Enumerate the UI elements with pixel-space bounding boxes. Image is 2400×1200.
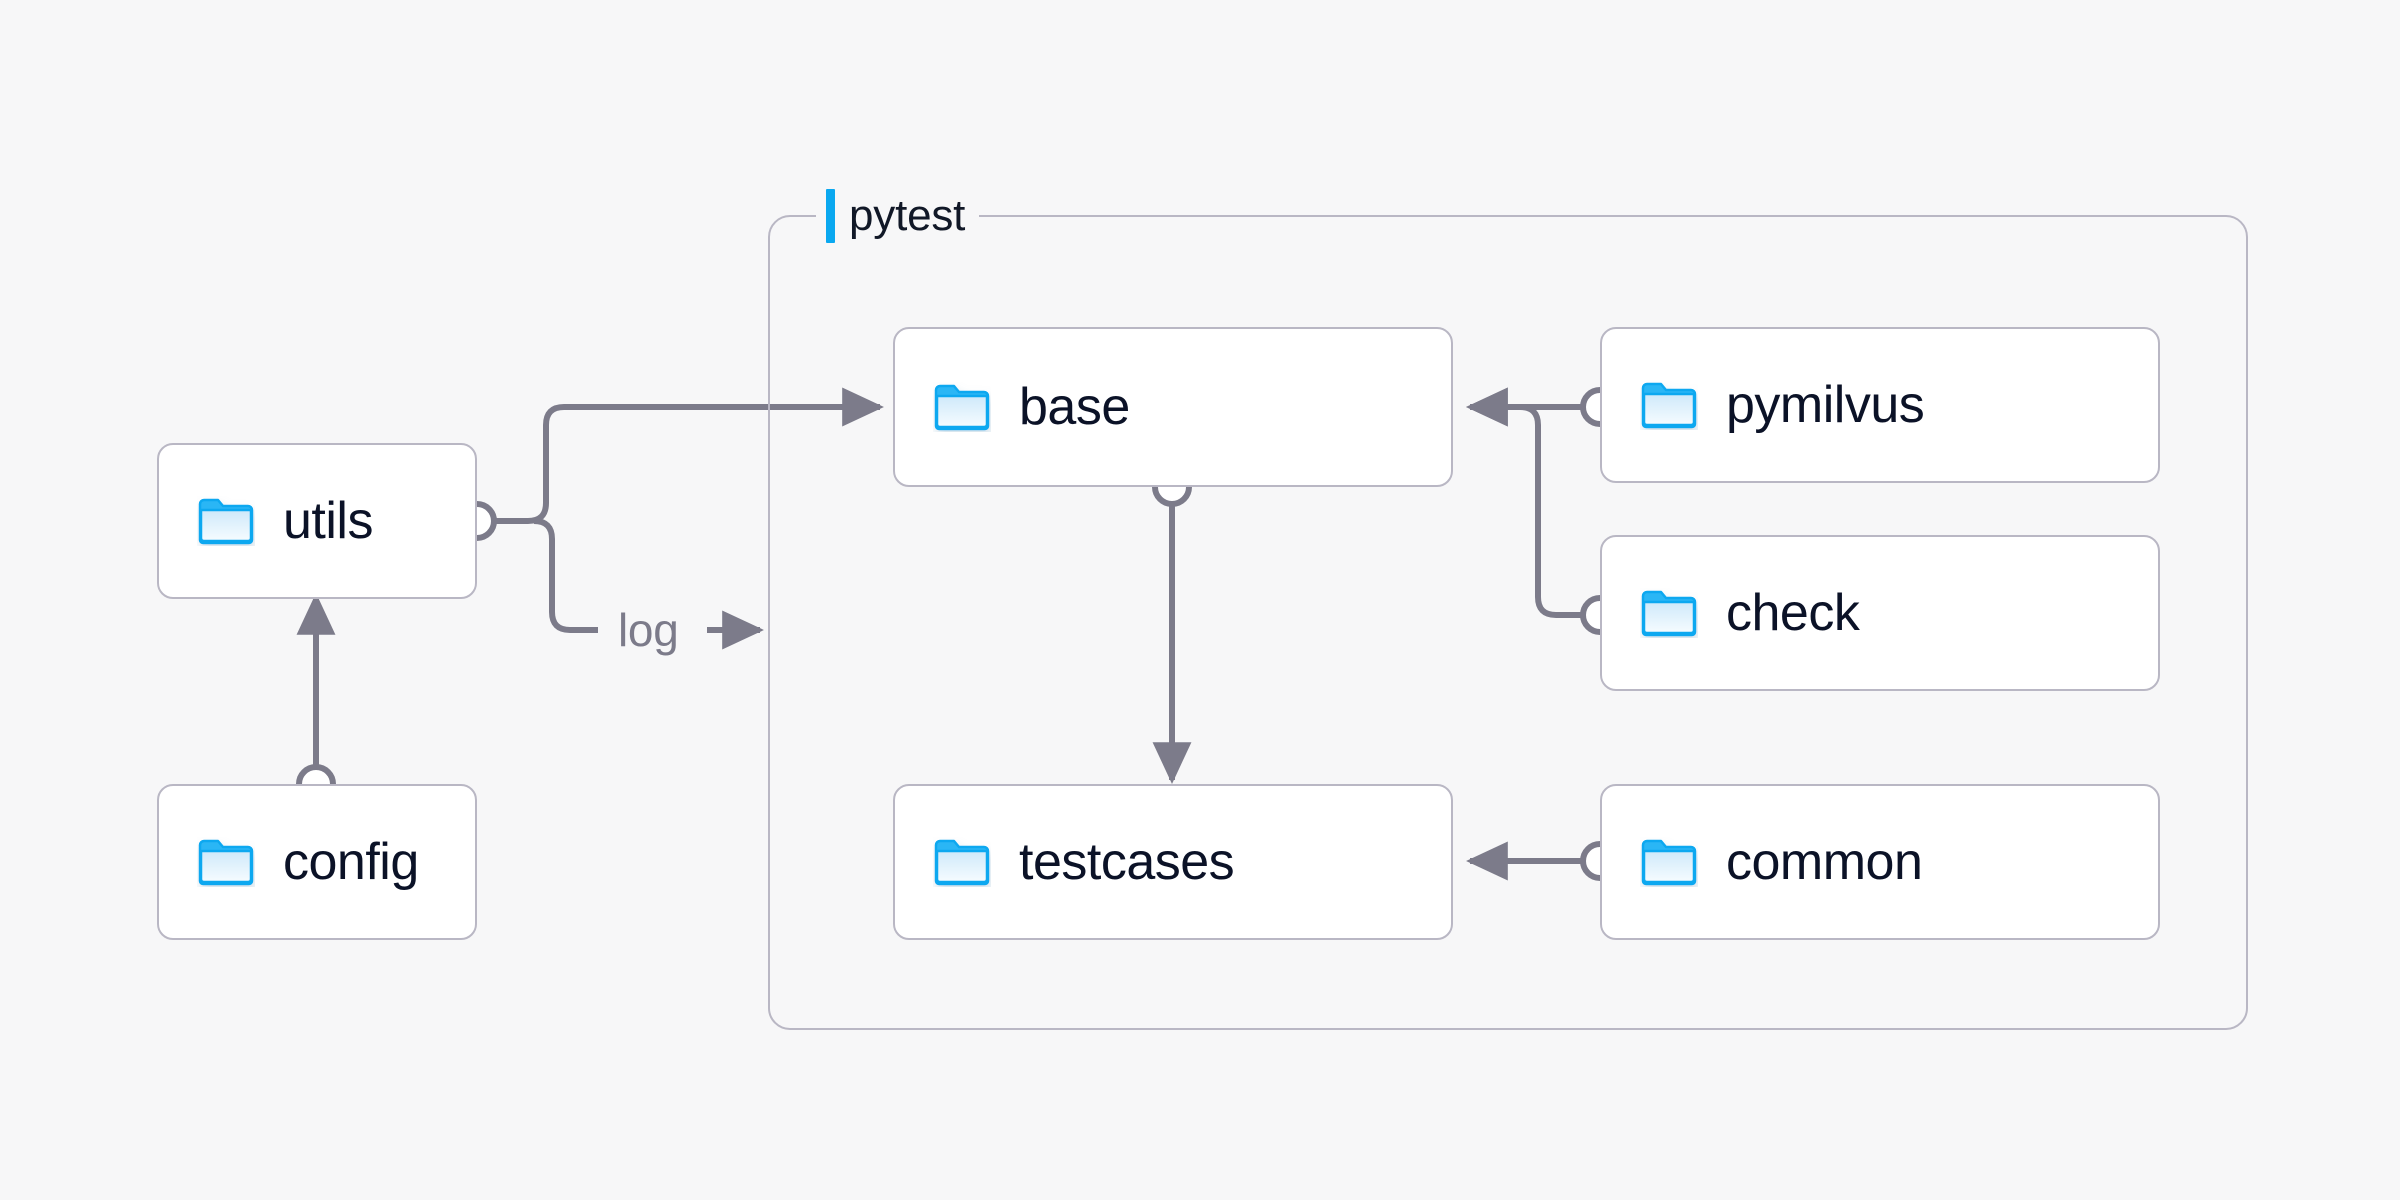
node-config[interactable]: config <box>157 784 477 940</box>
folder-icon <box>934 839 990 886</box>
node-check[interactable]: check <box>1600 535 2160 691</box>
node-label: utils <box>283 492 373 550</box>
group-accent-bar <box>826 189 835 243</box>
folder-icon <box>934 384 990 431</box>
edge-utils-to-log <box>533 518 598 633</box>
edge-label-log: log <box>608 605 689 655</box>
group-title: pytest <box>849 191 966 240</box>
folder-icon <box>198 498 254 545</box>
node-testcases[interactable]: testcases <box>893 784 1453 940</box>
node-pymilvus[interactable]: pymilvus <box>1600 327 2160 483</box>
folder-icon <box>1641 382 1697 429</box>
group-pytest[interactable] <box>768 215 2248 1030</box>
node-common[interactable]: common <box>1600 784 2160 940</box>
node-label: config <box>283 833 419 891</box>
group-pytest-label: pytest <box>816 188 980 244</box>
node-label: base <box>1019 378 1130 436</box>
folder-icon <box>1641 839 1697 886</box>
folder-icon <box>1641 590 1697 637</box>
node-label: check <box>1726 584 1860 642</box>
node-label: pymilvus <box>1726 376 1925 434</box>
node-label: testcases <box>1019 833 1235 891</box>
node-base[interactable]: base <box>893 327 1453 487</box>
folder-icon <box>198 839 254 886</box>
node-label: common <box>1726 833 1923 891</box>
node-utils[interactable]: utils <box>157 443 477 599</box>
